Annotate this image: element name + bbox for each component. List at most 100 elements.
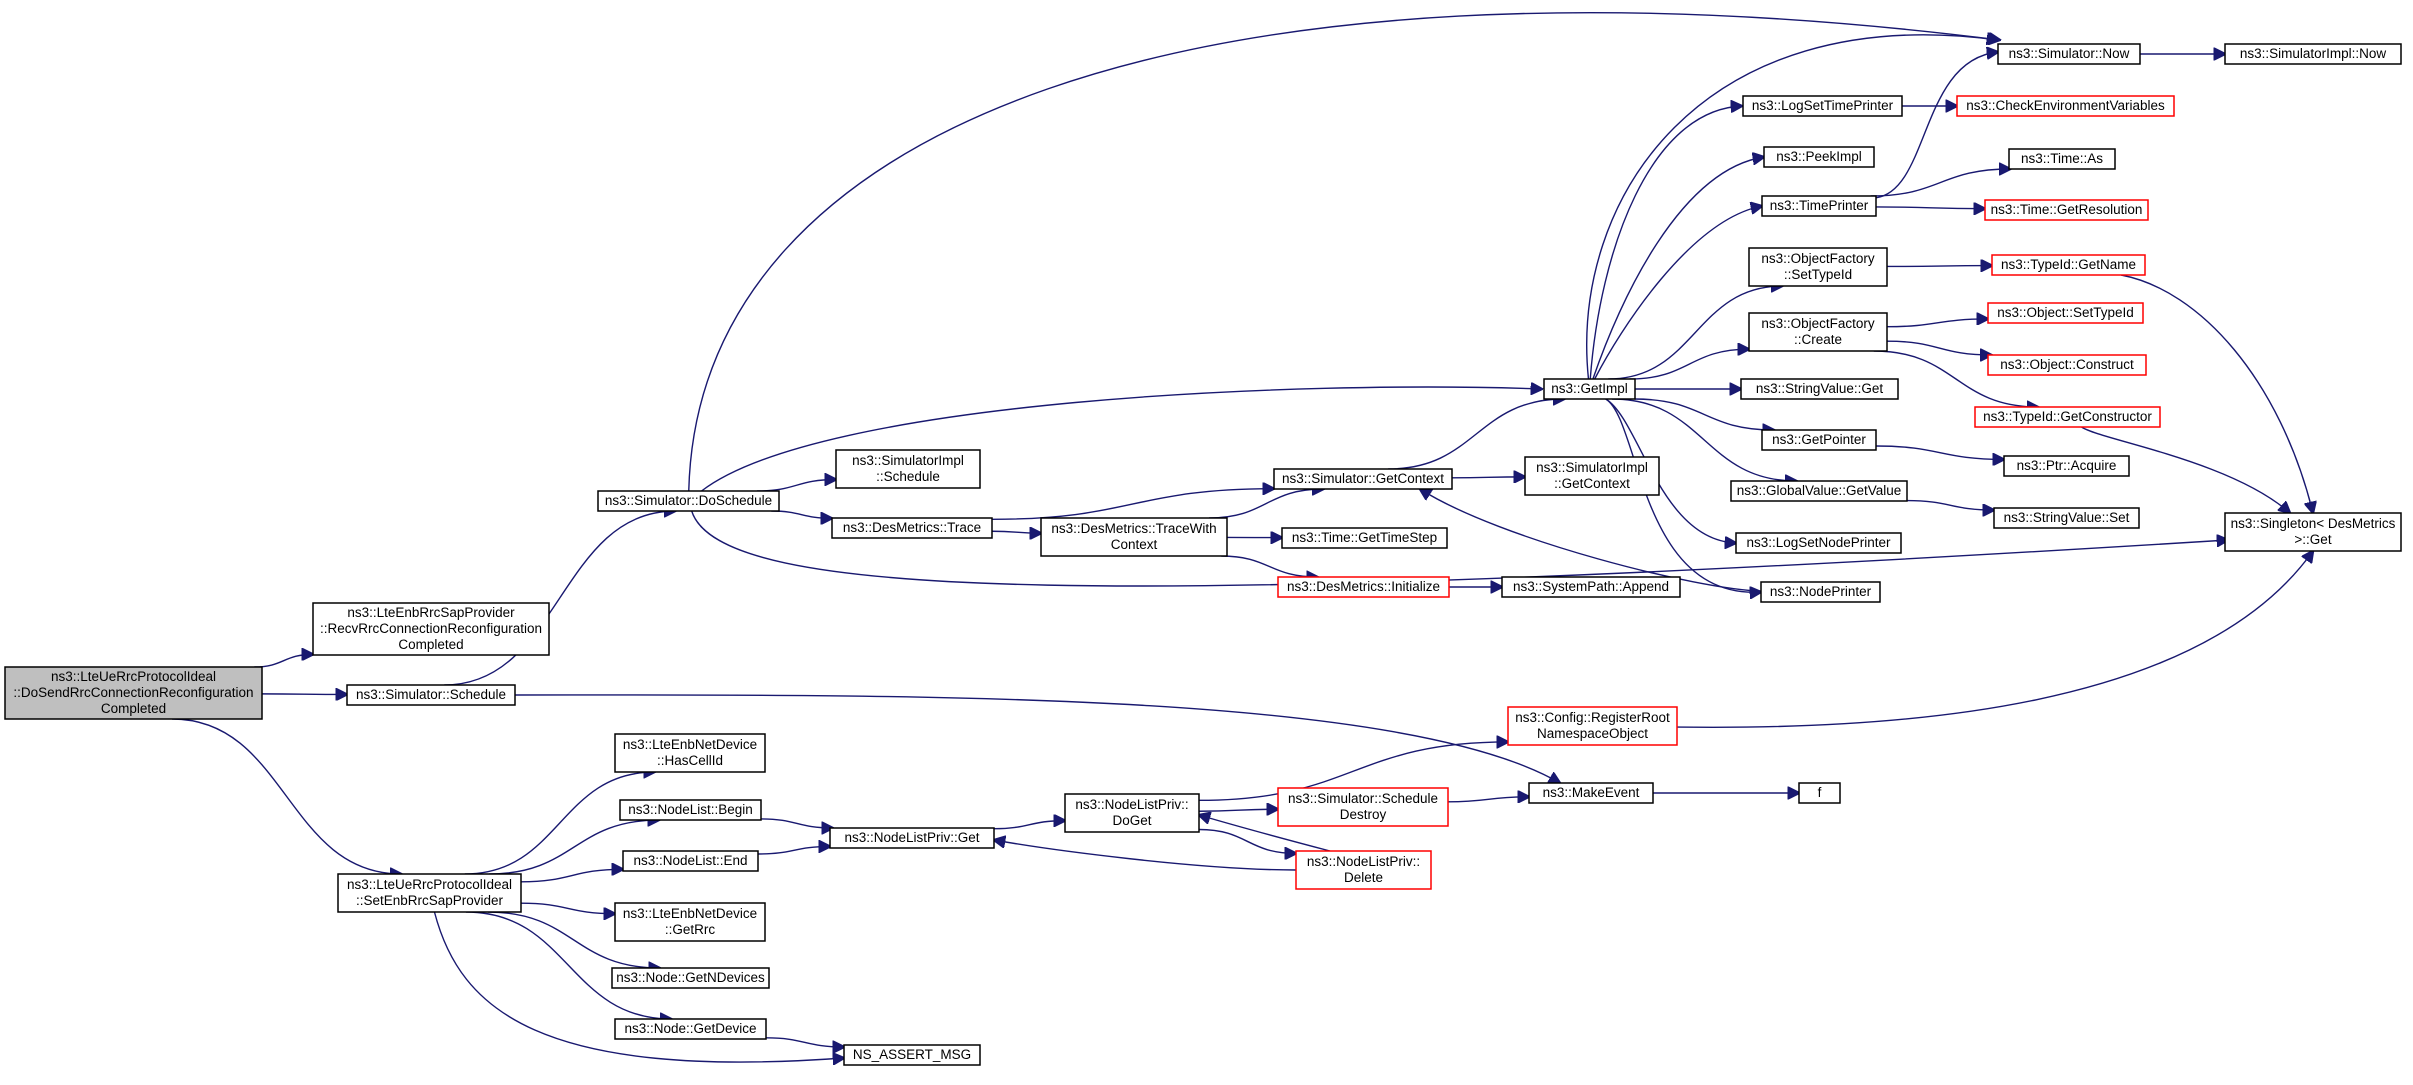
node-box — [1761, 195, 1877, 217]
edge-getImpl-to-simNow — [1586, 35, 1998, 380]
node-nlEnd[interactable]: ns3::NodeList::End — [622, 850, 759, 872]
edge-timePrinter-to-simNow — [1875, 52, 1998, 199]
edge-typeGetName-to-singleton — [2120, 274, 2313, 513]
node-label: ns3::ObjectFactory — [1761, 251, 1875, 266]
node-root[interactable]: ns3::LteUeRrcProtocolIdeal::DoSendRrcCon… — [4, 666, 263, 720]
node-label: ns3::TimePrinter — [1770, 198, 1869, 213]
node-box — [2003, 455, 2130, 477]
node-makeEvent[interactable]: ns3::MakeEvent — [1528, 782, 1654, 804]
node-label: ns3::Config::RegisterRoot — [1515, 710, 1670, 725]
node-schedule[interactable]: ns3::Simulator::Schedule — [346, 684, 516, 706]
node-label: DoGet — [1112, 813, 1151, 828]
node-getCtor[interactable]: ns3::TypeId::GetConstructor — [1974, 406, 2161, 428]
node-assertMsg[interactable]: NS_ASSERT_MSG — [843, 1044, 981, 1066]
node-timeAs[interactable]: ns3::Time::As — [2008, 148, 2116, 170]
node-logSetTime[interactable]: ns3::LogSetTimePrinter — [1742, 95, 1903, 117]
node-box — [1763, 146, 1875, 168]
node-nlpDelete[interactable]: ns3::NodeListPriv::Delete — [1295, 850, 1432, 890]
node-label: ns3::Singleton< DesMetrics — [2231, 516, 2396, 531]
edge-getPointer-to-ptrAcquire — [1875, 445, 2004, 459]
node-typeGetName[interactable]: ns3::TypeId::GetName — [1991, 254, 2146, 276]
node-label: ns3::GetImpl — [1551, 381, 1628, 396]
edge-trace-to-traceWith — [991, 531, 1041, 533]
node-label: ns3::SimulatorImpl — [1536, 460, 1648, 475]
node-label: ns3::NodeListPriv:: — [1307, 854, 1420, 869]
node-getTimeStep[interactable]: ns3::Time::GetTimeStep — [1281, 527, 1448, 549]
node-getRrc[interactable]: ns3::LteEnbNetDevice::GetRrc — [614, 902, 766, 942]
node-strSet[interactable]: ns3::StringValue::Set — [1993, 507, 2140, 529]
node-sysPath[interactable]: ns3::SystemPath::Append — [1501, 576, 1681, 598]
node-label: ::Schedule — [876, 469, 940, 484]
node-label: ns3::StringValue::Set — [2004, 510, 2130, 525]
node-nlBegin[interactable]: ns3::NodeList::Begin — [619, 799, 762, 821]
edge-simDestroy-to-makeEvent — [1447, 797, 1529, 802]
node-label: ns3::NodeList::End — [633, 853, 747, 868]
node-label: ::DoSendRrcConnectionReconfiguration — [13, 685, 253, 700]
node-label: ::SetTypeId — [1784, 267, 1852, 282]
node-box — [1543, 378, 1636, 400]
node-label: ns3::TypeId::GetConstructor — [1983, 409, 2152, 424]
node-singleton[interactable]: ns3::Singleton< DesMetrics>::Get — [2224, 512, 2402, 552]
edge-regRoot-to-singleton — [1676, 551, 2313, 729]
node-logSetNode[interactable]: ns3::LogSetNodePrinter — [1735, 532, 1902, 554]
node-ptrAcquire[interactable]: ns3::Ptr::Acquire — [2003, 455, 2130, 477]
edge-getDev-to-assertMsg — [765, 1037, 844, 1047]
node-hasCellId[interactable]: ns3::LteEnbNetDevice::HasCellId — [614, 733, 766, 773]
node-getPointer[interactable]: ns3::GetPointer — [1761, 429, 1877, 451]
node-box — [1730, 480, 1908, 502]
node-checkEnv[interactable]: ns3::CheckEnvironmentVariables — [1956, 95, 2175, 117]
node-setEnb[interactable]: ns3::LteUeRrcProtocolIdeal::SetEnbRrcSap… — [337, 873, 522, 913]
node-box — [597, 490, 780, 512]
edge-getImpl-to-ofSetType — [1608, 286, 1782, 380]
node-getContext[interactable]: ns3::Simulator::GetContext — [1273, 468, 1453, 490]
node-objConstruct[interactable]: ns3::Object::Construct — [1987, 354, 2147, 376]
node-implGetContext[interactable]: ns3::SimulatorImpl::GetContext — [1524, 456, 1660, 496]
edge-setEnb-to-getNDev — [487, 911, 660, 968]
node-label: ::RecvRrcConnectionReconfiguration — [320, 621, 542, 636]
node-nlpDoGet[interactable]: ns3::NodeListPriv::DoGet — [1064, 793, 1200, 833]
node-peekImpl[interactable]: ns3::PeekImpl — [1763, 146, 1875, 168]
node-box — [1501, 576, 1681, 598]
node-implNow[interactable]: ns3::SimulatorImpl::Now — [2224, 43, 2402, 65]
node-nlpGet[interactable]: ns3::NodeListPriv::Get — [829, 827, 995, 849]
node-ofSetType[interactable]: ns3::ObjectFactory::SetTypeId — [1748, 247, 1888, 287]
node-nodePrinter[interactable]: ns3::NodePrinter — [1760, 581, 1881, 603]
node-objSetType[interactable]: ns3::Object::SetTypeId — [1987, 302, 2144, 324]
node-doSchedule[interactable]: ns3::Simulator::DoSchedule — [597, 490, 780, 512]
node-getNDev[interactable]: ns3::Node::GetNDevices — [611, 967, 770, 989]
node-label: ns3::SimulatorImpl::Now — [2240, 46, 2387, 61]
node-box — [2224, 512, 2402, 552]
node-implSchedule[interactable]: ns3::SimulatorImpl::Schedule — [835, 449, 981, 489]
node-ofCreate[interactable]: ns3::ObjectFactory::Create — [1748, 312, 1888, 352]
node-recv[interactable]: ns3::LteEnbRrcSapProvider::RecvRrcConnec… — [312, 602, 550, 656]
edge-traceWith-to-getContext — [1209, 489, 1324, 519]
node-simNow[interactable]: ns3::Simulator::Now — [1997, 43, 2141, 65]
node-timePrinter[interactable]: ns3::TimePrinter — [1761, 195, 1877, 217]
node-box — [1760, 581, 1881, 603]
node-box — [337, 873, 522, 913]
node-label: ns3::NodeList::Begin — [628, 802, 753, 817]
edge-getContext-to-getImpl — [1388, 399, 1564, 470]
node-gvGetValue[interactable]: ns3::GlobalValue::GetValue — [1730, 480, 1908, 502]
node-getImpl[interactable]: ns3::GetImpl — [1543, 378, 1636, 400]
node-box — [1273, 468, 1453, 490]
node-f[interactable]: f — [1798, 782, 1841, 804]
edge-setEnb-to-getDev — [465, 911, 671, 1019]
node-label: ns3::NodeListPriv::Get — [844, 830, 979, 845]
node-label: ns3::LteUeRrcProtocolIdeal — [347, 877, 512, 892]
node-box — [611, 967, 770, 989]
edge-nodePrinter-to-getContext — [1420, 489, 1762, 592]
node-box — [1974, 406, 2161, 428]
node-box — [1984, 199, 2149, 221]
node-box — [2008, 148, 2116, 170]
node-getDev[interactable]: ns3::Node::GetDevice — [614, 1018, 767, 1040]
node-desInit[interactable]: ns3::DesMetrics::Initialize — [1277, 576, 1450, 598]
node-label: ns3::NodePrinter — [1770, 584, 1872, 599]
node-label: ns3::ObjectFactory — [1761, 316, 1875, 331]
node-getRes[interactable]: ns3::Time::GetResolution — [1984, 199, 2149, 221]
node-strGet[interactable]: ns3::StringValue::Get — [1740, 378, 1899, 400]
node-trace[interactable]: ns3::DesMetrics::Trace — [831, 517, 993, 539]
